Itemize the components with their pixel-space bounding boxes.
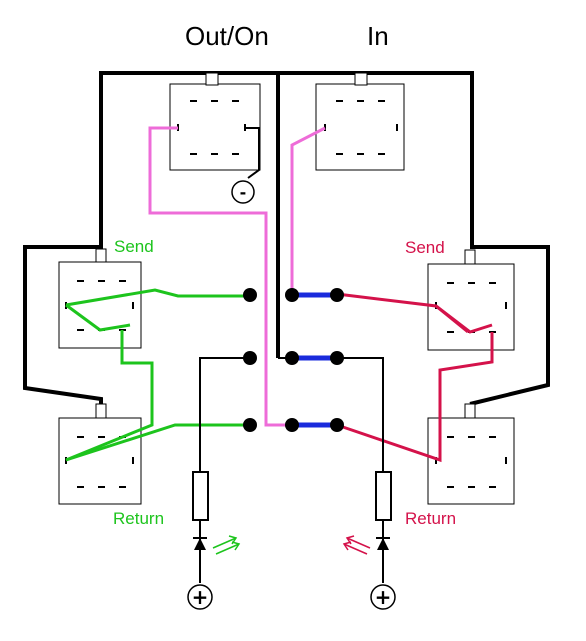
jack-return-right xyxy=(427,403,515,505)
jack-in xyxy=(315,72,405,171)
minus-symbol: - xyxy=(240,183,247,202)
led-diode-right xyxy=(377,538,389,550)
red-wiring xyxy=(336,292,494,463)
led-diode-left xyxy=(194,538,206,550)
jack-out-on xyxy=(169,72,261,171)
plus-symbol-right: + xyxy=(375,585,392,609)
label-send-left: Send xyxy=(114,237,154,256)
resistor-right xyxy=(375,471,392,521)
label-return-left: Return xyxy=(113,509,164,528)
green-wiring xyxy=(65,288,250,462)
led-glow-icon-right xyxy=(342,535,371,555)
title-in: In xyxy=(367,21,389,51)
ground-connection: - xyxy=(231,127,260,204)
title-out-on: Out/On xyxy=(185,21,269,51)
label-send-right: Send xyxy=(405,238,445,257)
led-circuit-right: + xyxy=(342,471,396,610)
terminal-dots xyxy=(243,288,344,432)
blue-jumpers xyxy=(292,292,337,428)
led-circuit-left: + xyxy=(187,471,241,610)
jack-return-left xyxy=(58,403,142,505)
pink-wiring xyxy=(148,126,326,427)
led-glow-icon-left xyxy=(212,535,241,555)
main-frame-wiring xyxy=(23,71,550,406)
plus-symbol-left: + xyxy=(192,585,209,609)
resistor-left xyxy=(192,471,209,521)
label-return-right: Return xyxy=(405,509,456,528)
jack-send-right xyxy=(427,249,515,351)
black-signal-wiring xyxy=(199,357,384,472)
